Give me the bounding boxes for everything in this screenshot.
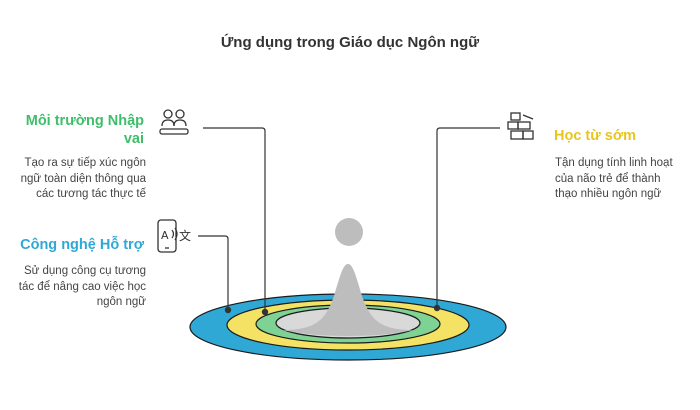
connector-immersion-dot	[261, 308, 269, 316]
technology-description: Sử dụng công cụ tương tác để nâng cao vi…	[18, 265, 146, 308]
technology-heading: Công nghệ Hỗ trợ	[20, 237, 144, 253]
svg-text:A: A	[161, 229, 169, 242]
splash-cone	[283, 264, 413, 336]
early-description: Tận dụng tính linh hoạt của não trẻ để t…	[555, 157, 673, 200]
connector-technology-dot	[224, 306, 232, 314]
building-blocks-icon	[507, 112, 534, 140]
early-heading: Học từ sớm	[554, 128, 637, 144]
immersion-heading: Môi trường Nhập vai	[25, 113, 144, 147]
water-drop	[335, 218, 363, 246]
diagram-title: Ứng dụng trong Giáo dục Ngôn ngữ	[220, 34, 480, 51]
people-icon	[159, 109, 189, 135]
connector-early	[436, 127, 500, 308]
translate-phone-icon: A 文	[157, 219, 191, 253]
immersion-description: Tạo ra sự tiếp xúc ngôn ngữ toàn diện th…	[20, 157, 146, 200]
connector-early-dot	[433, 304, 441, 312]
connector-technology	[198, 235, 229, 310]
svg-text:文: 文	[179, 228, 191, 243]
connector-immersion	[203, 127, 266, 312]
